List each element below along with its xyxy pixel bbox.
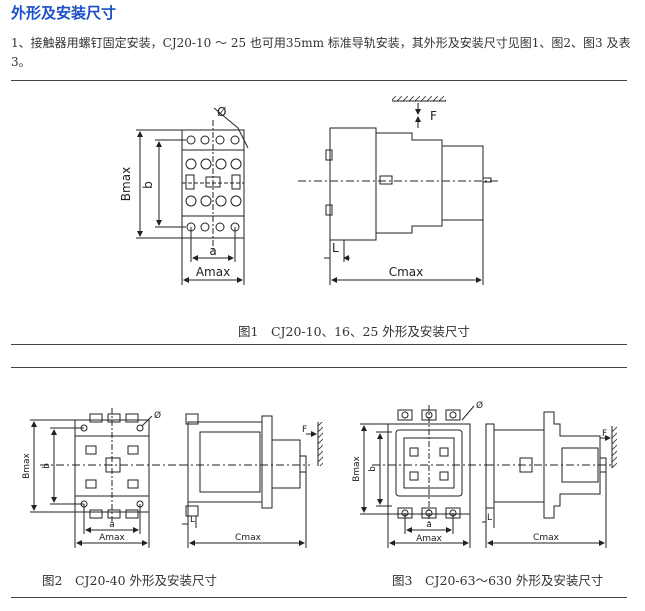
figure1-front-view: [136, 107, 249, 285]
divider: [11, 367, 627, 368]
divider: [11, 80, 627, 81]
cmax-label: Cmax: [389, 265, 424, 279]
intro-paragraph: 1、接触器用螺钉固定安装，CJ20-10 ～ 25 也可用35mm 标准导轨安装…: [11, 36, 631, 69]
divider: [11, 597, 627, 598]
bmax-label: Bmax: [119, 167, 133, 201]
figure3-front-view: [360, 405, 486, 548]
l-label: L: [487, 513, 492, 523]
a-label: a: [209, 244, 216, 258]
section-heading: 外形及安装尺寸: [11, 4, 117, 22]
b-label: b: [42, 463, 52, 469]
f-label: F: [302, 425, 307, 435]
amax-label: Amax: [99, 533, 125, 543]
figure3-caption: 图3 CJ20-63～630 外形及安装尺寸: [392, 573, 604, 588]
phi-label: Ø: [154, 410, 161, 421]
figure2-caption: 图2 CJ20-40 外形及安装尺寸: [42, 573, 218, 588]
b-label: b: [141, 181, 155, 189]
phi-label: Ø: [217, 105, 226, 119]
f-label: F: [430, 109, 437, 123]
figure2-front-view: [30, 408, 180, 548]
a-label: a: [109, 520, 115, 530]
figure1-side-view: [298, 96, 498, 285]
l-label: L: [332, 241, 339, 255]
f-label: F: [602, 429, 607, 439]
a-label: a: [426, 520, 432, 530]
divider: [11, 344, 627, 345]
figure3-side-view: [482, 411, 617, 548]
phi-label: Ø: [476, 400, 483, 411]
figure1-caption: 图1 CJ20-10、16、25 外形及安装尺寸: [238, 324, 470, 339]
bmax-label: Bmax: [22, 452, 32, 478]
cmax-label: Cmax: [533, 533, 560, 543]
b-label: b: [368, 466, 378, 472]
cmax-label: Cmax: [235, 533, 262, 543]
terminal-row: [185, 135, 242, 232]
bmax-label: Bmax: [352, 455, 362, 481]
amax-label: Amax: [196, 265, 230, 279]
l-label: L: [190, 515, 195, 525]
figure2-side-view: [180, 413, 323, 548]
amax-label: Amax: [416, 534, 442, 544]
